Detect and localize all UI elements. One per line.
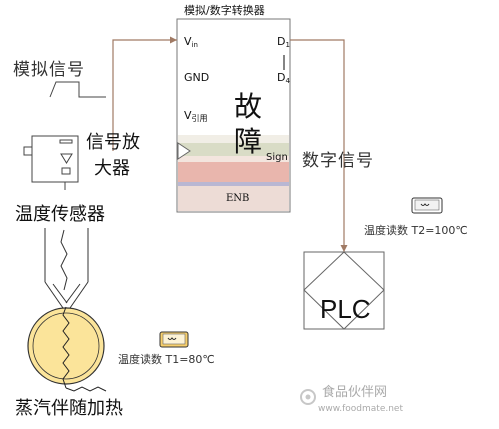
amplifier-label-line2: 大器 [94,158,130,179]
adc-gnd-label: GND [184,71,210,84]
adc-enb-label: ENB [226,193,250,204]
adc-stripe-light [178,156,289,162]
adc-stripe-blue [178,182,289,186]
arrowhead-adc [170,36,177,44]
t2-reading-label: 温度读数 T2=100℃ [364,224,468,237]
arrowhead-plc [340,245,348,252]
temperature-probe [44,228,89,309]
adc-vref-label: V引用 [184,110,208,123]
watermark-url: www.foodmate.net [318,404,403,414]
tracing-wire [62,306,70,389]
adc-d1-label: D1 [277,36,290,49]
adc-stripe-pink [178,162,289,182]
plc-box [303,251,385,330]
adc-stripe-green [178,143,289,156]
steam-tracing-label: 蒸汽伴随加热 [15,398,123,419]
adc-sign-label: Sign [266,152,288,163]
wire-amplifier-to-adc [112,39,177,151]
adc-d4-main: D [277,71,286,84]
t1-reading-label: 温度读数 T1=80℃ [118,353,215,366]
tracing-tail [65,386,107,392]
adc-fault-char-1: 故 [234,90,263,123]
watermark-logo [300,389,316,405]
adc-input-triangle [177,142,191,160]
meter-t2 [411,197,443,214]
adc-vref-sub: 引用 [191,114,208,123]
adc-stripe-top [178,135,289,143]
adc-vin-sub: in [191,41,198,49]
amplifier-device [23,135,79,190]
adc-d4-sub: 4 [285,77,290,85]
adc-title: 模拟/数字转换器 [184,4,265,17]
adc-stripe-bottom [178,186,289,211]
plc-label: PLC [320,294,371,324]
analog-waveform [49,81,106,98]
adc-vin-main: V [184,35,192,48]
amplifier-label-line1: 信号放 [86,132,140,153]
meter-t1 [159,331,189,348]
analog-signal-label: 模拟信号 [13,60,85,80]
adc-vref-main: V [184,109,192,122]
watermark-title: 食品伙伴网 [322,385,388,400]
digital-signal-label: 数字信号 [302,151,374,171]
adc-fault-char-2: 障 [234,125,263,158]
steam-pipe [27,306,107,392]
wires [112,39,345,252]
adc-d1-main: D [277,35,286,48]
adc-d4-label: D4 [277,72,290,85]
adc-box [176,18,291,213]
wire-adc-to-plc [290,39,345,252]
temp-sensor-label: 温度传感器 [15,204,105,225]
adc-vin-label: Vin [184,36,198,49]
adc-d1-sub: 1 [285,41,290,49]
